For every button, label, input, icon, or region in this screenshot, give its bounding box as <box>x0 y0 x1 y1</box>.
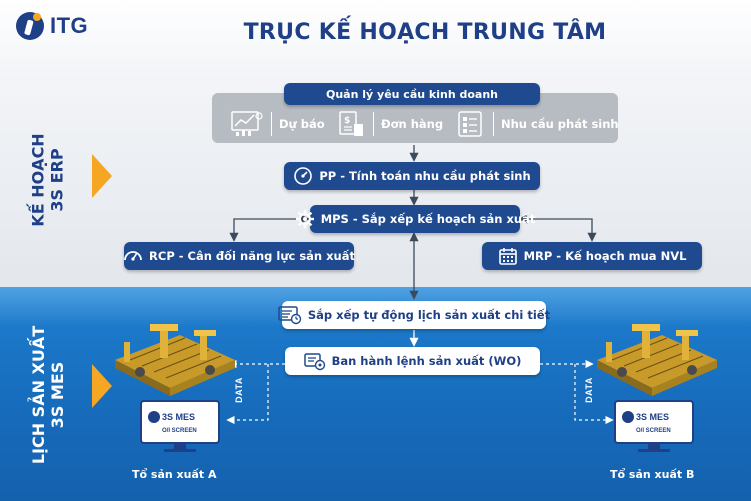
svg-text:$: $ <box>344 116 350 126</box>
work-order-label: Ban hành lệnh sản xuất (WO) <box>331 354 522 368</box>
mes-label: LỊCH SẢN XUẤT 3S MES <box>8 305 88 485</box>
connector-data-team-b <box>574 364 614 425</box>
schedule-label: Sắp xếp tự động lịch sản xuất chi tiết <box>307 308 551 322</box>
gear-icon <box>295 209 315 229</box>
team-a-label: Tổ sản xuất A <box>132 468 217 481</box>
calendar-icon <box>498 246 518 266</box>
planning-label-line2: 3S ERP <box>48 148 67 212</box>
connector-mps-to-rcp <box>229 214 310 242</box>
demand-item-forecast: Dự báo <box>230 110 325 138</box>
factory-line-a-icon <box>115 324 235 396</box>
business-demand-title: Quản lý yêu cầu kinh doanh <box>284 83 540 105</box>
monitor-b-line1: 3S MES <box>636 412 669 422</box>
rcp-box: RCP - Cân đối năng lực sản xuất <box>123 242 355 270</box>
order-document-icon: $ <box>336 110 366 138</box>
rcp-label: RCP - Cân đối năng lực sản xuất <box>149 249 355 263</box>
gauge-icon <box>293 166 313 186</box>
demand-list-icon <box>456 110 486 138</box>
demand-item-arising: Nhu cầu phát sinh <box>456 110 619 138</box>
demand-item-arising-label: Nhu cầu phát sinh <box>501 117 619 131</box>
planning-chevron-icon <box>92 154 112 198</box>
data-label-b: DATA <box>583 377 594 403</box>
pp-box: PP - Tính toán nhu cầu phát sinh <box>284 162 540 190</box>
monitor-a-line1: 3S MES <box>162 412 195 422</box>
speedometer-icon <box>123 246 143 266</box>
page-title: TRỤC KẾ HOẠCH TRUNG TÂM <box>243 20 607 45</box>
monitor-a-icon: 3S MES O/I SCREEN <box>140 400 220 452</box>
mps-box: MPS - Sắp xếp kế hoạch sản xuất <box>295 205 535 233</box>
mes-label-line1: LỊCH SẢN XUẤT <box>29 325 48 465</box>
factory-line-b-icon <box>597 324 717 396</box>
pp-label: PP - Tính toán nhu cầu phát sinh <box>319 169 531 183</box>
schedule-box: Sắp xếp tự động lịch sản xuất chi tiết <box>278 301 550 329</box>
planning-label: KẾ HOẠCH 3S ERP <box>8 100 88 260</box>
logo-mark-icon <box>16 12 44 40</box>
work-order-box: Ban hành lệnh sản xuất (WO) <box>285 347 540 375</box>
planning-band <box>0 0 751 287</box>
mrp-label: MRP - Kế hoạch mua NVL <box>523 249 687 263</box>
planning-label-line1: KẾ HOẠCH <box>29 133 48 227</box>
demand-item-order-label: Đơn hàng <box>381 117 444 131</box>
demand-item-forecast-label: Dự báo <box>279 117 325 131</box>
monitor-b-line2: O/I SCREEN <box>636 428 671 434</box>
monitor-b: 3S MES O/I SCREEN <box>614 400 694 454</box>
team-b-label: Tổ sản xuất B <box>610 468 695 481</box>
mps-label: MPS - Sắp xếp kế hoạch sản xuất <box>320 212 536 226</box>
work-order-icon <box>303 351 326 371</box>
forecast-chart-icon <box>230 110 264 138</box>
schedule-screen-icon <box>278 305 302 325</box>
monitor-a-line2: O/I SCREEN <box>162 428 197 434</box>
connector-mps-to-mrp <box>518 214 597 242</box>
business-demand-title-text: Quản lý yêu cầu kinh doanh <box>325 87 499 101</box>
demand-item-order: $ Đơn hàng <box>336 110 443 138</box>
monitor-a: 3S MES O/I SCREEN <box>140 400 220 454</box>
mes-label-line2: 3S MES <box>48 361 67 429</box>
logo-text: ITG <box>50 13 89 38</box>
mes-chevron-icon <box>92 364 112 408</box>
monitor-b-icon: 3S MES O/I SCREEN <box>614 400 694 452</box>
data-label-a: DATA <box>233 377 244 403</box>
connector-data-team-a <box>226 364 269 425</box>
company-logo: ITG <box>14 10 88 42</box>
mrp-box: MRP - Kế hoạch mua NVL <box>482 242 702 270</box>
